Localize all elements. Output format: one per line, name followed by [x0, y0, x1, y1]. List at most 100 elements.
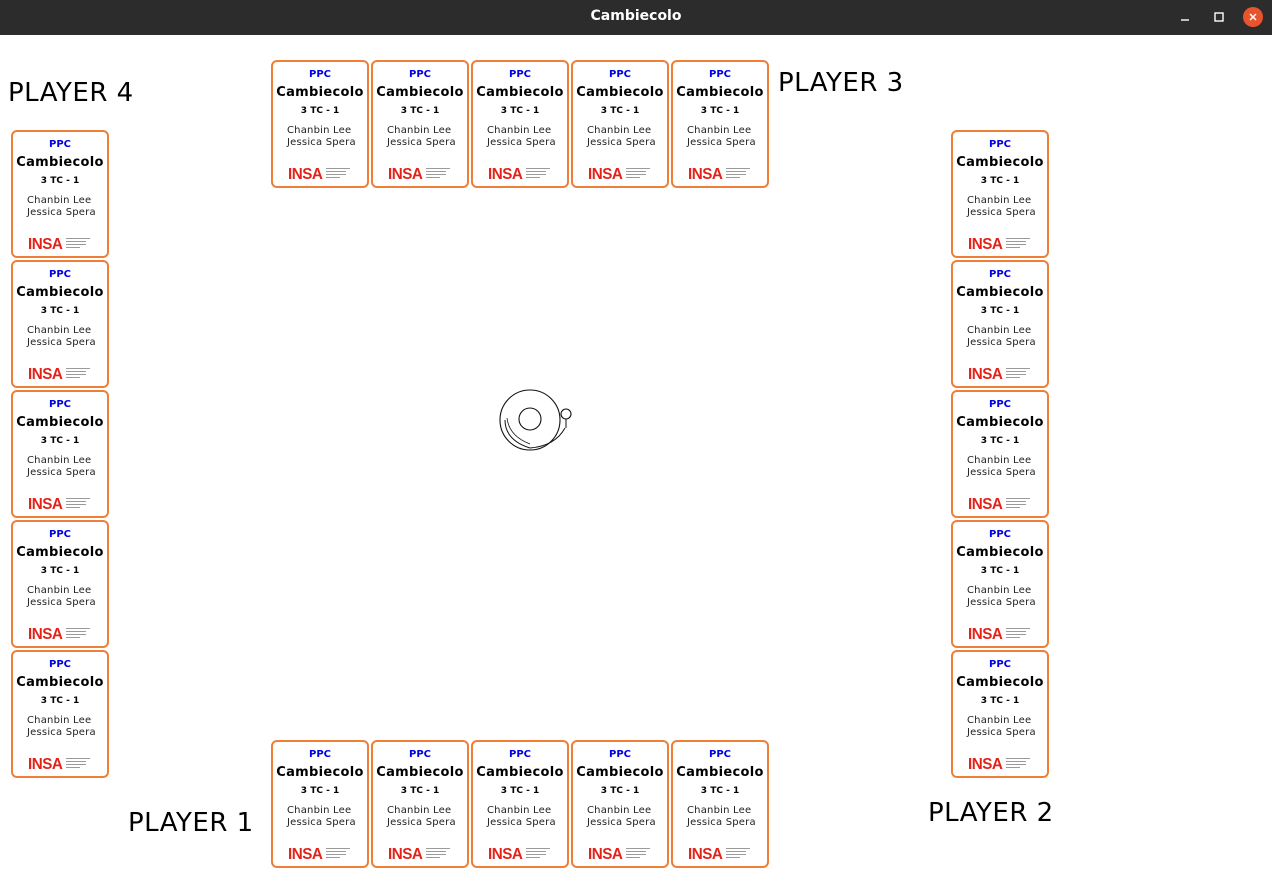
logo-caption-lines — [66, 368, 90, 380]
card-title: Cambiecolo — [16, 545, 104, 560]
card-group: 3 TC - 1 — [700, 106, 740, 116]
insa-logo-text: INSA — [968, 756, 1003, 773]
logo-caption-lines — [526, 168, 550, 180]
card-title: Cambiecolo — [576, 85, 664, 100]
card-group: 3 TC - 1 — [600, 786, 640, 796]
insa-logo-text: INSA — [968, 496, 1003, 513]
card-course: PPC — [309, 749, 331, 760]
card-group: 3 TC - 1 — [500, 786, 540, 796]
player-1-label: PLAYER 1 — [128, 808, 254, 838]
card-author-2: Jessica Spera — [387, 817, 456, 828]
card-p4-4[interactable]: PPC Cambiecolo 3 TC - 1 Chanbin Lee Jess… — [11, 520, 109, 648]
card-p4-1[interactable]: PPC Cambiecolo 3 TC - 1 Chanbin Lee Jess… — [11, 130, 109, 258]
card-group: 3 TC - 1 — [400, 786, 440, 796]
card-p3-3[interactable]: PPC Cambiecolo 3 TC - 1 Chanbin Lee Jess… — [471, 60, 569, 188]
insa-logo: INSA — [688, 846, 758, 864]
card-course: PPC — [409, 749, 431, 760]
card-group: 3 TC - 1 — [500, 106, 540, 116]
card-p4-5[interactable]: PPC Cambiecolo 3 TC - 1 Chanbin Lee Jess… — [11, 650, 109, 778]
card-p4-3[interactable]: PPC Cambiecolo 3 TC - 1 Chanbin Lee Jess… — [11, 390, 109, 518]
insa-logo: INSA — [288, 166, 358, 184]
card-p1-3[interactable]: PPC Cambiecolo 3 TC - 1 Chanbin Lee Jess… — [471, 740, 569, 868]
bell-icon[interactable] — [495, 388, 575, 460]
insa-logo-text: INSA — [488, 846, 523, 863]
card-author-1: Chanbin Lee — [387, 125, 452, 136]
card-title: Cambiecolo — [956, 155, 1044, 170]
card-author-2: Jessica Spera — [27, 467, 96, 478]
insa-logo-text: INSA — [968, 236, 1003, 253]
card-title: Cambiecolo — [16, 675, 104, 690]
card-course: PPC — [409, 69, 431, 80]
card-author-1: Chanbin Lee — [27, 585, 92, 596]
card-course: PPC — [989, 269, 1011, 280]
card-author-1: Chanbin Lee — [967, 325, 1032, 336]
card-course: PPC — [309, 69, 331, 80]
insa-logo-text: INSA — [968, 366, 1003, 383]
card-title: Cambiecolo — [676, 765, 764, 780]
insa-logo: INSA — [288, 846, 358, 864]
card-group: 3 TC - 1 — [980, 306, 1020, 316]
insa-logo: INSA — [968, 236, 1038, 254]
card-author-1: Chanbin Lee — [287, 125, 352, 136]
card-p2-5[interactable]: PPC Cambiecolo 3 TC - 1 Chanbin Lee Jess… — [951, 650, 1049, 778]
card-course: PPC — [49, 399, 71, 410]
insa-logo: INSA — [28, 366, 98, 384]
card-author-1: Chanbin Lee — [387, 805, 452, 816]
insa-logo-text: INSA — [388, 166, 423, 183]
insa-logo-text: INSA — [388, 846, 423, 863]
card-p2-2[interactable]: PPC Cambiecolo 3 TC - 1 Chanbin Lee Jess… — [951, 260, 1049, 388]
card-title: Cambiecolo — [16, 415, 104, 430]
logo-caption-lines — [326, 848, 350, 860]
logo-caption-lines — [1006, 238, 1030, 250]
card-course: PPC — [989, 659, 1011, 670]
card-p2-3[interactable]: PPC Cambiecolo 3 TC - 1 Chanbin Lee Jess… — [951, 390, 1049, 518]
logo-caption-lines — [326, 168, 350, 180]
logo-caption-lines — [626, 848, 650, 860]
insa-logo-text: INSA — [968, 626, 1003, 643]
logo-caption-lines — [626, 168, 650, 180]
card-p2-1[interactable]: PPC Cambiecolo 3 TC - 1 Chanbin Lee Jess… — [951, 130, 1049, 258]
logo-caption-lines — [66, 758, 90, 770]
insa-logo: INSA — [388, 166, 458, 184]
card-author-1: Chanbin Lee — [27, 455, 92, 466]
insa-logo: INSA — [388, 846, 458, 864]
card-author-2: Jessica Spera — [287, 817, 356, 828]
card-p1-4[interactable]: PPC Cambiecolo 3 TC - 1 Chanbin Lee Jess… — [571, 740, 669, 868]
logo-caption-lines — [426, 168, 450, 180]
card-p1-2[interactable]: PPC Cambiecolo 3 TC - 1 Chanbin Lee Jess… — [371, 740, 469, 868]
insa-logo: INSA — [28, 496, 98, 514]
card-group: 3 TC - 1 — [40, 306, 80, 316]
card-p1-5[interactable]: PPC Cambiecolo 3 TC - 1 Chanbin Lee Jess… — [671, 740, 769, 868]
minimize-button[interactable] — [1175, 7, 1195, 27]
insa-logo-text: INSA — [688, 166, 723, 183]
card-p4-2[interactable]: PPC Cambiecolo 3 TC - 1 Chanbin Lee Jess… — [11, 260, 109, 388]
card-p3-4[interactable]: PPC Cambiecolo 3 TC - 1 Chanbin Lee Jess… — [571, 60, 669, 188]
card-author-1: Chanbin Lee — [487, 125, 552, 136]
card-author-2: Jessica Spera — [587, 817, 656, 828]
card-title: Cambiecolo — [276, 765, 364, 780]
card-author-2: Jessica Spera — [487, 817, 556, 828]
insa-logo: INSA — [588, 166, 658, 184]
card-p3-1[interactable]: PPC Cambiecolo 3 TC - 1 Chanbin Lee Jess… — [271, 60, 369, 188]
card-author-1: Chanbin Lee — [967, 195, 1032, 206]
insa-logo: INSA — [968, 626, 1038, 644]
insa-logo: INSA — [28, 626, 98, 644]
card-course: PPC — [989, 529, 1011, 540]
minimize-icon — [1181, 19, 1189, 21]
card-p3-5[interactable]: PPC Cambiecolo 3 TC - 1 Chanbin Lee Jess… — [671, 60, 769, 188]
close-button[interactable] — [1243, 7, 1263, 27]
card-group: 3 TC - 1 — [980, 696, 1020, 706]
logo-caption-lines — [1006, 498, 1030, 510]
card-p2-4[interactable]: PPC Cambiecolo 3 TC - 1 Chanbin Lee Jess… — [951, 520, 1049, 648]
card-course: PPC — [49, 529, 71, 540]
card-course: PPC — [989, 399, 1011, 410]
card-p1-1[interactable]: PPC Cambiecolo 3 TC - 1 Chanbin Lee Jess… — [271, 740, 369, 868]
card-author-2: Jessica Spera — [587, 137, 656, 148]
card-course: PPC — [609, 749, 631, 760]
card-group: 3 TC - 1 — [980, 176, 1020, 186]
card-group: 3 TC - 1 — [600, 106, 640, 116]
card-title: Cambiecolo — [956, 675, 1044, 690]
insa-logo: INSA — [28, 756, 98, 774]
card-p3-2[interactable]: PPC Cambiecolo 3 TC - 1 Chanbin Lee Jess… — [371, 60, 469, 188]
maximize-button[interactable] — [1209, 7, 1229, 27]
